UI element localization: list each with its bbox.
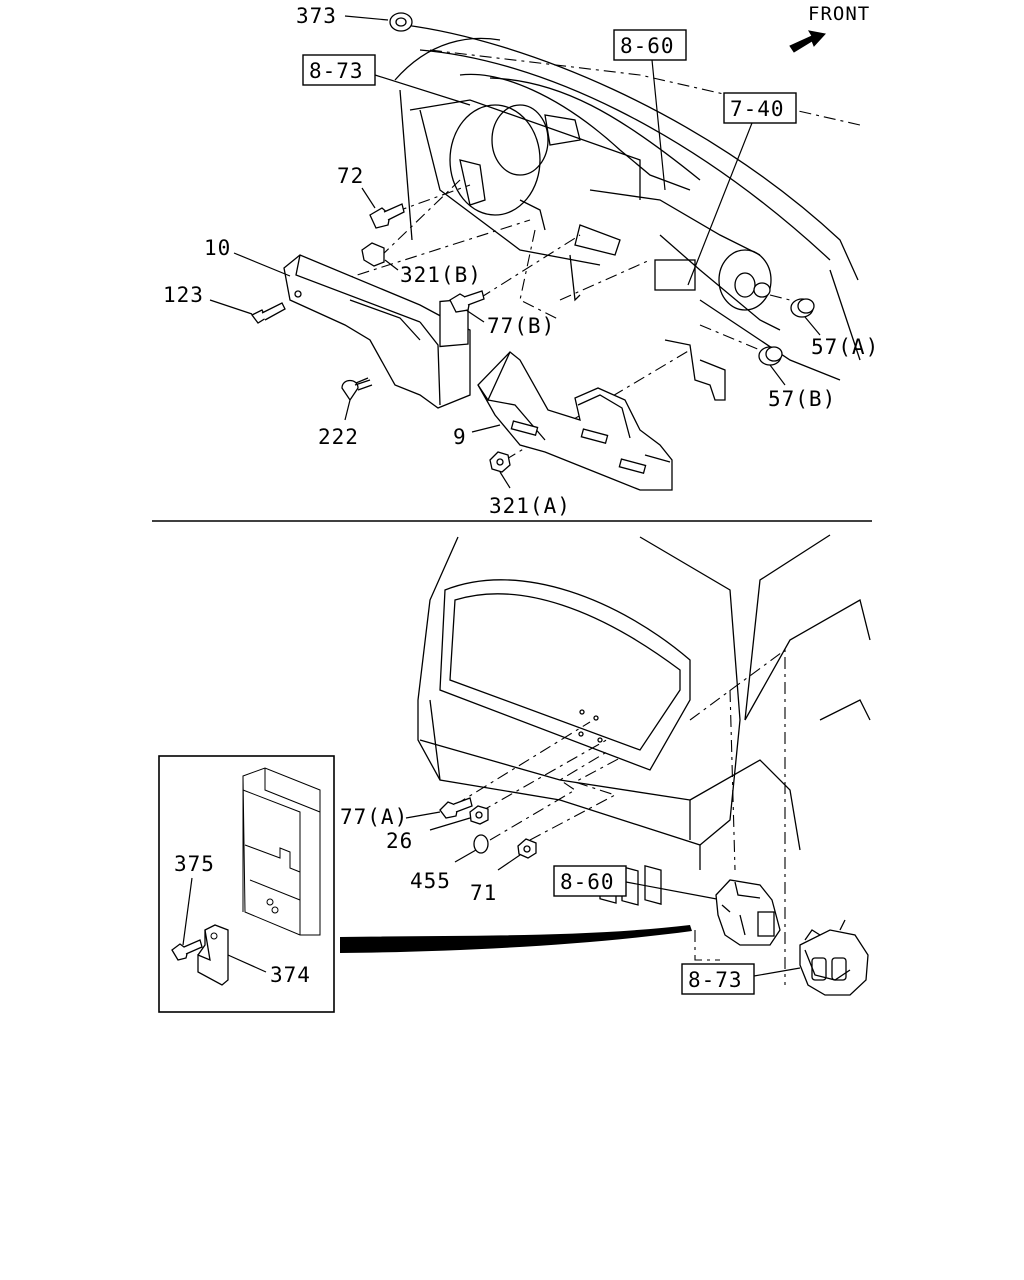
cab-outline [417,534,871,906]
ref-7-40: 7-40 [730,97,785,121]
part-57b-plug [758,346,783,366]
part-373-grommet [389,12,413,32]
part-123-screw [251,302,286,324]
dashboard-outline [394,24,861,401]
part-321b-clip [361,242,385,267]
detail-connector [340,925,692,953]
ref-8-73-top: 8-73 [309,59,364,83]
callout-77a: 77(A) [340,805,408,829]
callout-222: 222 [318,425,359,449]
part-26-nut [469,805,489,825]
part-77b-bolt [449,290,485,313]
ref-8-60-top: 8-60 [620,34,675,58]
callout-374: 374 [270,963,311,987]
part-374-bracket [197,924,229,986]
callout-375: 375 [174,852,215,876]
callout-57b: 57(B) [768,387,836,411]
callout-72: 72 [337,164,364,188]
part-8-60-unit [715,879,781,946]
callout-321b: 321(B) [400,263,482,287]
detail-inset [158,755,335,1013]
callout-373: 373 [296,4,337,28]
callout-10: 10 [204,236,231,260]
callout-321a: 321(A) [489,494,571,518]
part-375-screw [171,939,203,961]
part-9-duct [477,351,673,491]
part-321a-nut [489,451,511,473]
callout-123: 123 [163,283,204,307]
part-77a-bolt [439,797,473,819]
part-57a-plug [753,282,815,318]
callout-455: 455 [410,869,451,893]
callout-71: 71 [470,881,497,905]
part-8-73-unit [799,919,869,996]
callout-9: 9 [453,425,467,449]
front-arrow-icon [789,30,826,53]
callout-77b: 77(B) [487,314,555,338]
part-72-bolt [369,203,405,229]
ref-8-73-bottom: 8-73 [688,968,743,992]
part-71-nut [517,838,537,859]
part-455-washer [473,834,489,854]
callout-57a: 57(A) [811,335,879,359]
ref-8-60-bottom: 8-60 [560,870,615,894]
part-222-clip [341,377,373,402]
front-label: FRONT [808,3,870,25]
callout-26: 26 [386,829,413,853]
